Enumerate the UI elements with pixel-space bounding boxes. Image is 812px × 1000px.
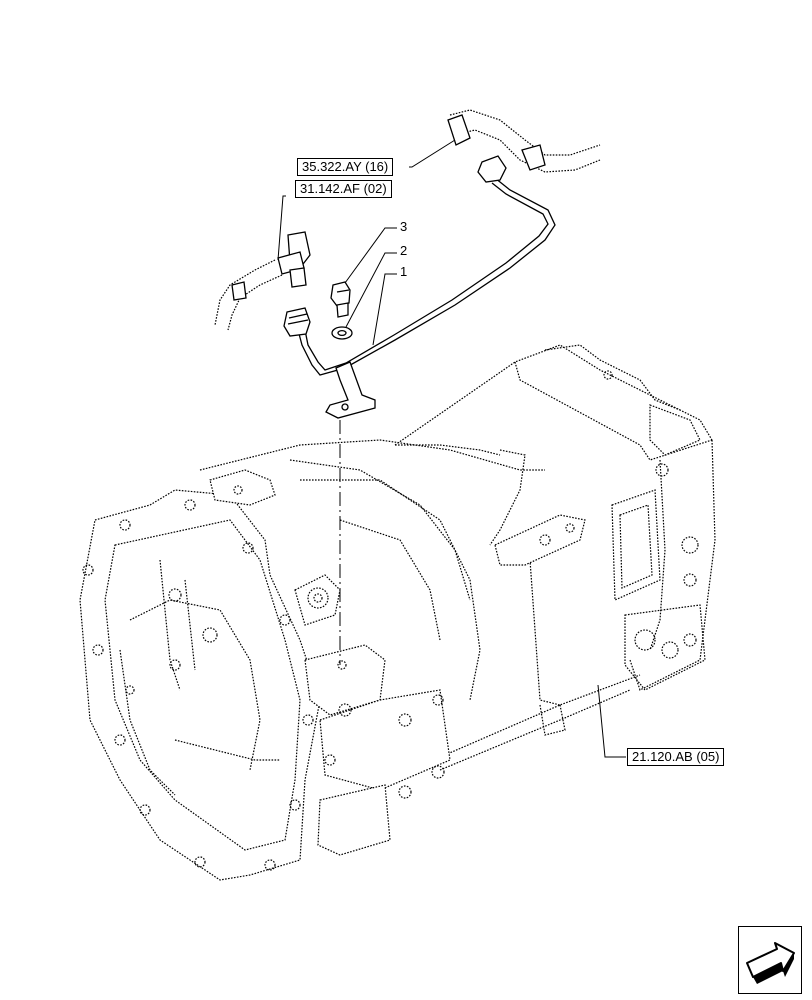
callout-item-3[interactable]: 3 [400, 219, 408, 234]
transmission-housing [79, 344, 716, 881]
bolt-item-3 [330, 281, 351, 318]
hydraulic-reference-label[interactable]: 35.322.AY (16) [297, 158, 394, 176]
navigation-button[interactable] [738, 926, 802, 994]
housing-reference-label[interactable]: 21.120.AB (05) [627, 748, 725, 766]
callout-item-2[interactable]: 2 [400, 243, 408, 258]
washer-item-2 [331, 326, 353, 340]
steel-pipe-item-1 [283, 155, 556, 419]
arrow-navigation-icon [746, 942, 795, 984]
upper-hose-assembly [214, 109, 601, 331]
callout-leaders [277, 139, 626, 758]
fitting-reference-label[interactable]: 31.142.AF (02) [295, 180, 392, 198]
callout-item-1[interactable]: 1 [400, 264, 408, 279]
